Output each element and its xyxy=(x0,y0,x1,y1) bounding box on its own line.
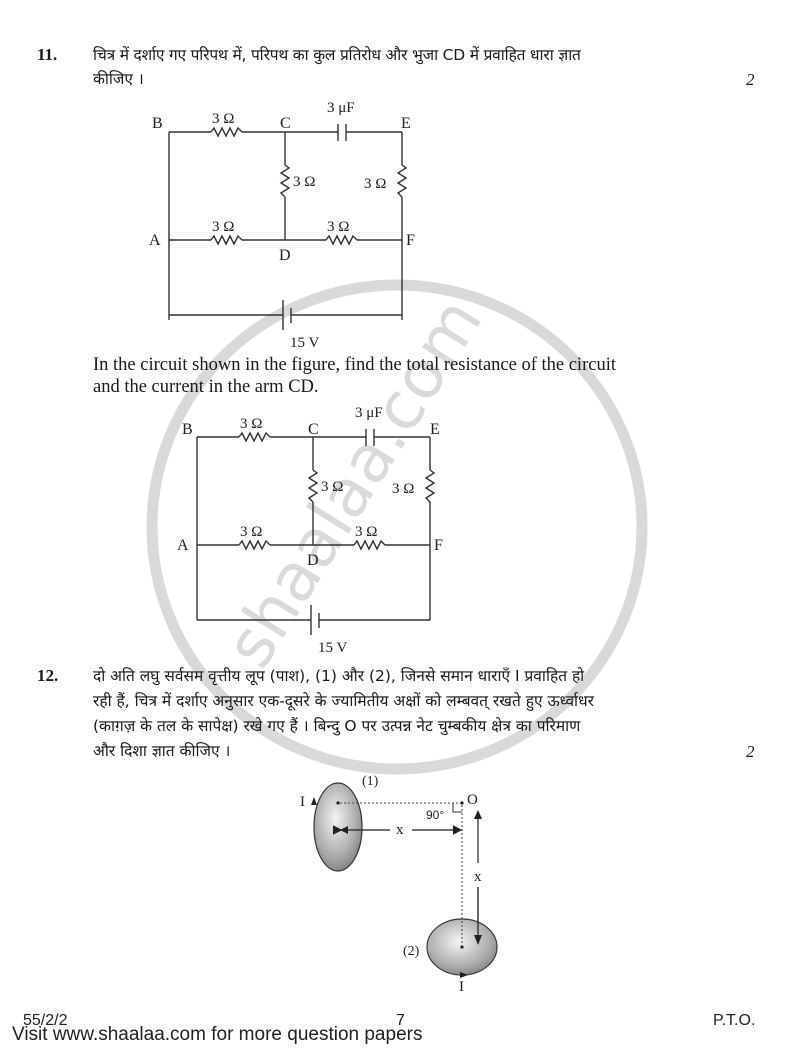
capacitor-ce-label: 3 μF xyxy=(327,100,355,116)
node-b-label: B xyxy=(182,421,193,438)
node-b-label: B xyxy=(152,115,163,132)
node-a-label: A xyxy=(149,232,161,249)
loop-1-icon xyxy=(313,782,363,872)
node-e-label: E xyxy=(430,421,440,438)
paper-code: 55/2/2 xyxy=(23,1012,68,1029)
question-11-hindi-line-1: चित्र में दर्शाए गए परिपथ में, परिपथ का … xyxy=(93,46,581,64)
circuit-diagram-english: B C E A D F 3 Ω 3 μF 3 Ω 3 Ω 3 Ω 3 Ω 15 … xyxy=(177,405,443,656)
current-2-arrow-icon xyxy=(460,972,468,978)
node-e-label: E xyxy=(401,115,411,132)
question-11-english-line-1: In the circuit shown in the figure, find… xyxy=(93,355,616,375)
node-c-label: C xyxy=(280,115,291,132)
resistor-ef-label: 3 Ω xyxy=(364,176,386,192)
question-12-marks: 2 xyxy=(746,742,755,761)
node-f-label: F xyxy=(434,537,443,554)
resistor-cd-icon xyxy=(279,164,291,198)
resistor-df-icon xyxy=(353,539,386,551)
question-11-number: 11. xyxy=(37,45,58,64)
point-o-label: O xyxy=(467,792,478,808)
resistor-bc-icon xyxy=(210,126,243,138)
resistor-df-label: 3 Ω xyxy=(327,219,349,235)
current-2-label: I xyxy=(459,979,464,995)
resistor-ad-label: 3 Ω xyxy=(240,524,262,540)
resistor-cd-label: 3 Ω xyxy=(321,479,343,495)
loops-diagram: (1) I O 90° x x (2) I xyxy=(300,775,498,995)
resistor-bc-icon xyxy=(238,431,271,443)
current-1-arrow-icon xyxy=(311,797,317,805)
resistor-ef-icon xyxy=(424,469,436,503)
resistor-ad-icon xyxy=(210,234,243,246)
angle-label: 90° xyxy=(426,808,444,822)
resistor-ef-label: 3 Ω xyxy=(392,481,414,497)
resistor-ef-icon xyxy=(396,164,408,198)
circuit-diagram-hindi: B C E A D F 3 Ω 3 μF 3 Ω 3 Ω 3 Ω 3 Ω 15 … xyxy=(149,100,415,351)
question-12-hindi-line-4: और दिशा ज्ञात कीजिए । xyxy=(93,742,231,760)
question-11-english-line-2: and the current in the arm CD. xyxy=(93,377,319,397)
pto-label: P.T.O. xyxy=(713,1012,756,1029)
question-12-hindi-line-3: (काग़ज़ के तल के सापेक्ष) रखे गए हैं । ब… xyxy=(93,717,581,735)
battery-label: 15 V xyxy=(290,335,319,351)
question-12-number: 12. xyxy=(37,666,59,685)
resistor-cd-label: 3 Ω xyxy=(293,174,315,190)
question-12-hindi-line-1: दो अति लघु सर्वसम वृत्तीय लूप (पाश), (1)… xyxy=(93,667,585,685)
resistor-ad-label: 3 Ω xyxy=(212,219,234,235)
resistor-df-icon xyxy=(325,234,358,246)
vertical-distance-label: x xyxy=(474,869,482,885)
battery-label: 15 V xyxy=(318,640,347,656)
node-f-label: F xyxy=(406,232,415,249)
resistor-cd-icon xyxy=(307,469,319,503)
node-d-label: D xyxy=(279,247,291,264)
page-number: 7 xyxy=(396,1012,405,1029)
node-a-label: A xyxy=(177,537,189,554)
question-11-hindi-line-2: कीजिए । xyxy=(93,70,144,88)
loop-1-label: (1) xyxy=(362,775,379,789)
loop-2-label: (2) xyxy=(403,944,420,959)
current-1-label: I xyxy=(300,794,305,810)
node-d-label: D xyxy=(307,552,319,569)
resistor-ad-icon xyxy=(238,539,271,551)
horizontal-distance-label: x xyxy=(396,822,404,838)
visit-shaalaa-link[interactable]: Visit www.shaalaa.com for more question … xyxy=(12,1024,423,1045)
node-c-label: C xyxy=(308,421,319,438)
capacitor-ce-label: 3 μF xyxy=(355,405,383,421)
resistor-bc-label: 3 Ω xyxy=(212,111,234,127)
question-12-hindi-line-2: रही हैं, चित्र में दर्शाए अनुसार एक-दूसर… xyxy=(93,692,594,710)
question-11-marks: 2 xyxy=(746,70,755,89)
resistor-df-label: 3 Ω xyxy=(355,524,377,540)
resistor-bc-label: 3 Ω xyxy=(240,416,262,432)
